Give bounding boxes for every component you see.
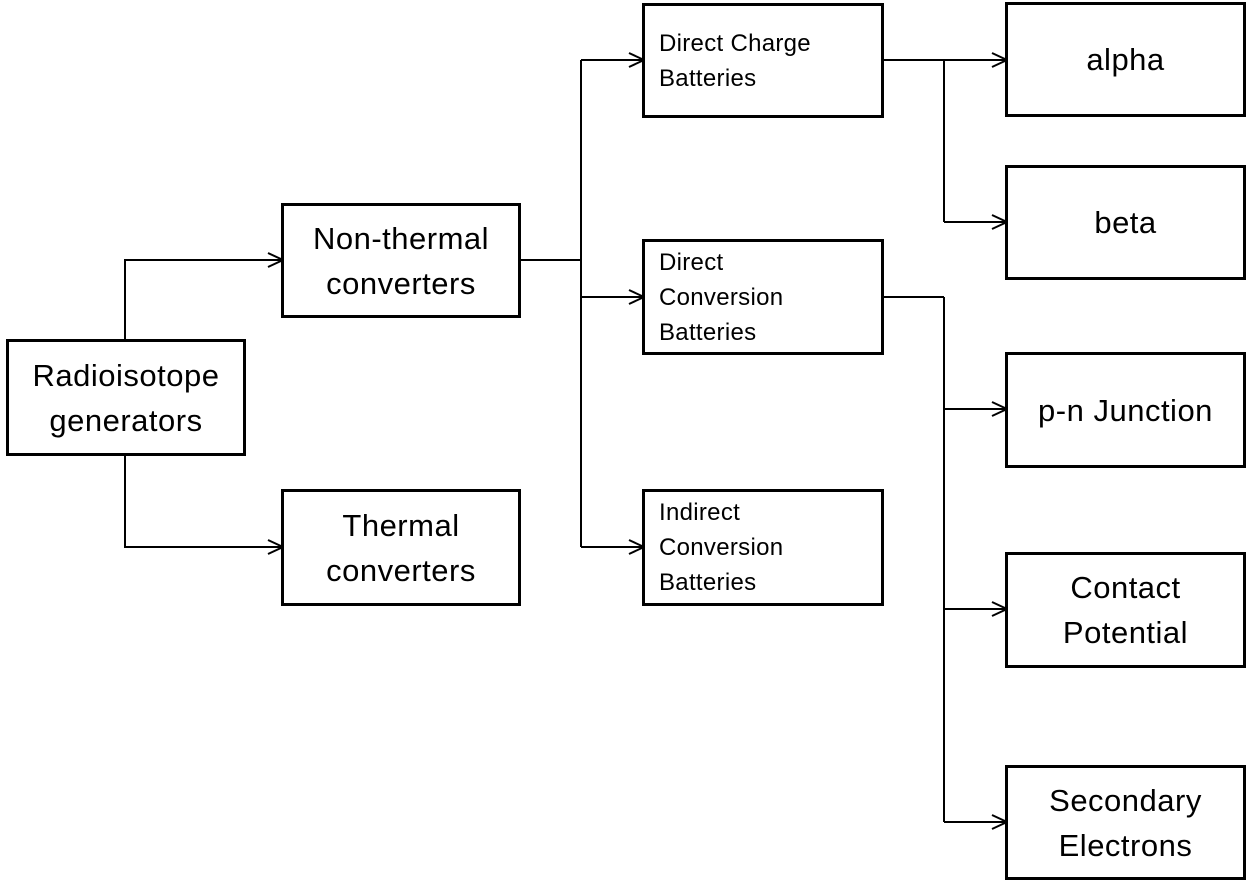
edge-radioisotope-nonthermal <box>124 259 283 340</box>
node-label: Direct Charge Batteries <box>659 29 811 92</box>
node-secondary-electrons: Secondary Electrons <box>1005 765 1246 880</box>
node-label: Non-thermal converters <box>312 220 490 301</box>
node-alpha: alpha <box>1005 2 1246 117</box>
node-label: beta <box>1094 205 1157 240</box>
node-label: Contact Potential <box>1062 570 1189 650</box>
node-direct-charge-batteries: Direct Charge Batteries <box>642 3 884 118</box>
node-pn-junction: p-n Junction <box>1005 352 1246 468</box>
node-beta: beta <box>1005 165 1246 280</box>
node-label: Secondary Electrons <box>1049 782 1202 863</box>
node-indirect-conversion-batteries: Indirect Conversion Batteries <box>642 489 884 606</box>
node-thermal-converters: Thermal converters <box>281 489 521 606</box>
node-direct-conversion-batteries: Direct Conversion Batteries <box>642 239 884 355</box>
node-label: p-n Junction <box>1038 392 1213 428</box>
node-label: Indirect Conversion Batteries <box>659 499 784 596</box>
node-label: alpha <box>1086 42 1165 77</box>
node-non-thermal-converters: Non-thermal converters <box>281 203 521 318</box>
node-label: Direct Conversion Batteries <box>659 248 784 346</box>
node-contact-potential: Contact Potential <box>1005 552 1246 668</box>
edge-radioisotope-thermal <box>124 455 283 548</box>
node-radioisotope-generators: Radioisotope generators <box>6 339 246 456</box>
node-label: Thermal converters <box>326 507 476 588</box>
node-label: Radioisotope generators <box>32 357 220 438</box>
